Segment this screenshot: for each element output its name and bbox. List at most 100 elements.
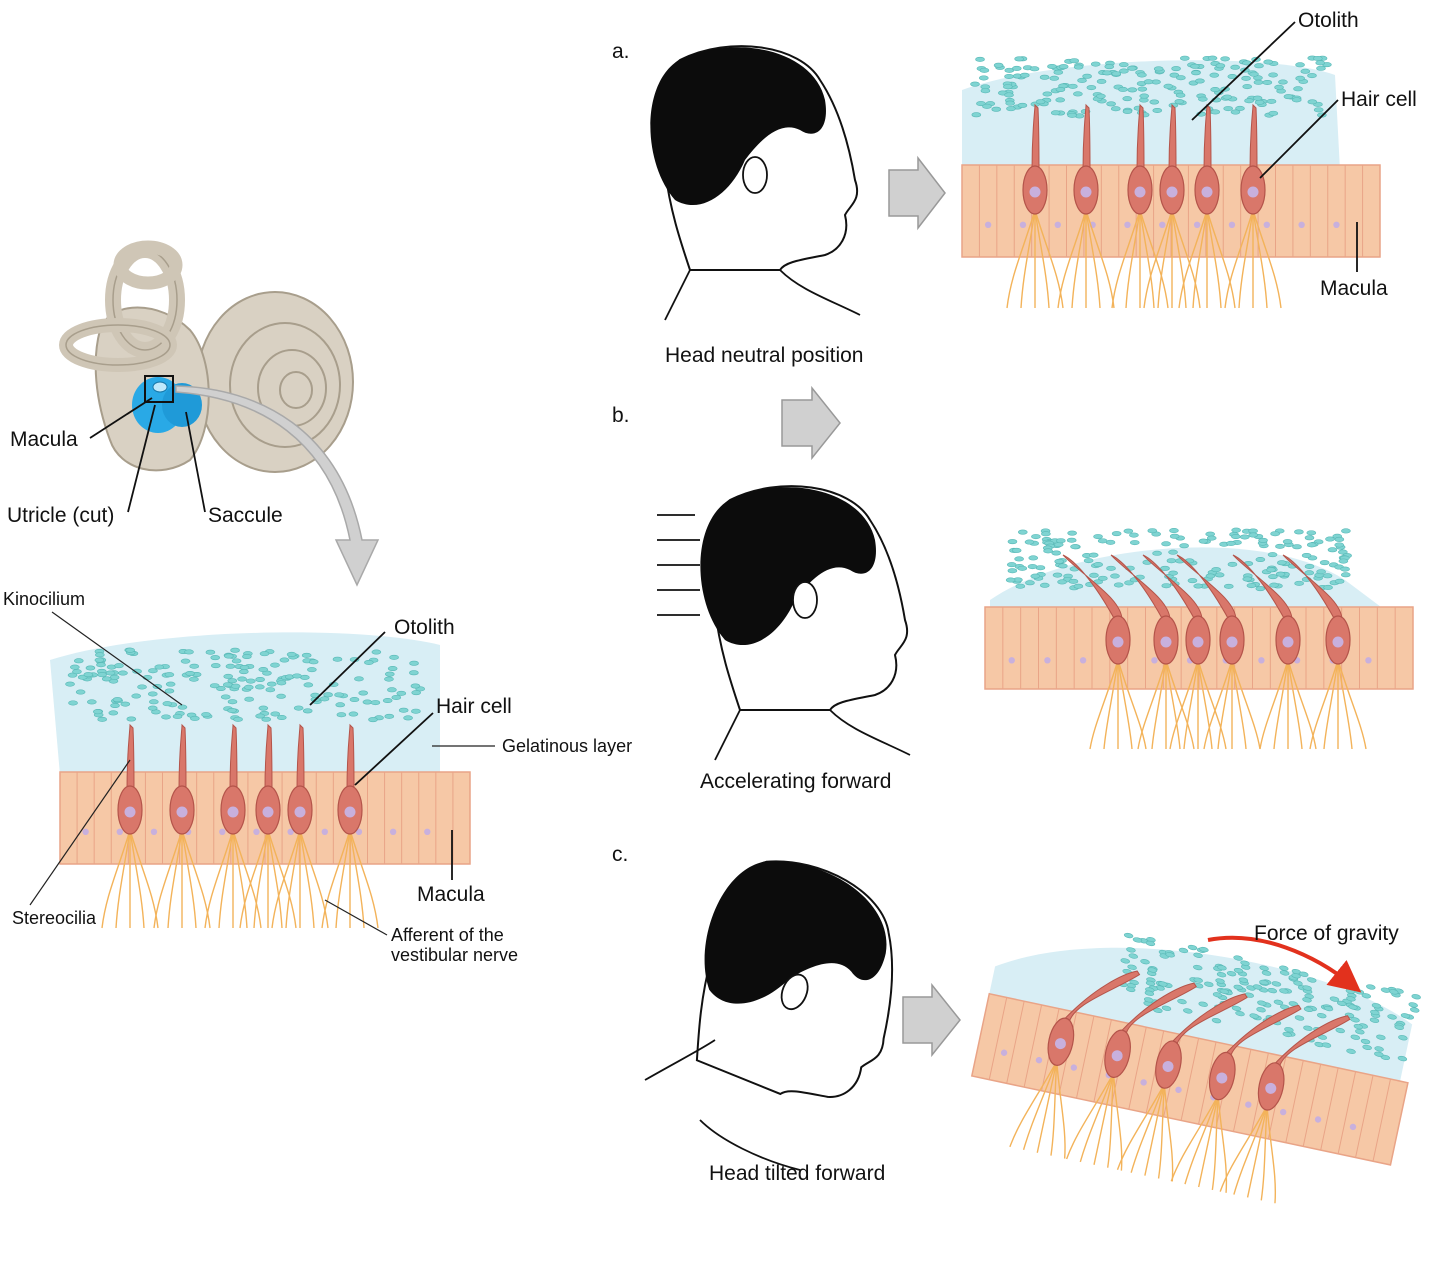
macula-detail-c: [970, 932, 1421, 1204]
stereocilia-bundle: [126, 723, 135, 791]
otolith-crystal: [1111, 71, 1122, 77]
otolith-crystal: [265, 687, 276, 693]
otolith-crystal: [137, 684, 147, 690]
otolith-crystal: [1035, 99, 1046, 105]
otolith-crystal: [1058, 64, 1069, 70]
otolith-crystal: [1068, 83, 1078, 89]
otolith-crystal: [1374, 1051, 1384, 1057]
otolith-crystal: [1056, 538, 1066, 544]
label-afferent-1: Afferent of the: [391, 925, 504, 945]
support-cell-nucleus: [1298, 221, 1305, 228]
nerve-fibre: [1151, 659, 1167, 750]
otolith-crystal: [1256, 1007, 1266, 1013]
hair-cell-nucleus: [1332, 636, 1344, 648]
stereocilia-bundle: [1203, 103, 1212, 171]
otolith-crystal: [1120, 958, 1130, 964]
otolith-crystal: [154, 664, 165, 670]
otolith-crystal: [1235, 1010, 1245, 1017]
otolith-crystal: [1005, 100, 1015, 106]
otolith-crystal: [370, 700, 381, 706]
hair-cell-nucleus: [1054, 1038, 1066, 1050]
stereocilia-bundle: [1082, 103, 1091, 171]
otolith-crystal: [1147, 967, 1158, 973]
otolith-crystal: [1242, 576, 1253, 582]
otolith-crystal: [1316, 569, 1326, 575]
otolith-crystal: [1270, 531, 1280, 537]
otolith-crystal: [112, 697, 123, 703]
otolith-crystal: [403, 715, 413, 721]
otolith-crystal: [1350, 1034, 1361, 1040]
otolith-crystal: [1292, 544, 1302, 550]
otolith-crystal: [1198, 96, 1208, 102]
otolith-crystal: [258, 705, 269, 711]
otolith-crystal: [1226, 971, 1237, 977]
stereocilia-bundle: [178, 723, 187, 791]
otolith-crystal: [279, 657, 290, 663]
otolith-crystal: [1176, 75, 1186, 81]
otolith-crystal: [1143, 997, 1154, 1003]
hair-cell-nucleus: [176, 806, 188, 818]
nerve-fibre: [1139, 209, 1169, 309]
label-stereocilia: Stereocilia: [12, 908, 97, 928]
otolith-crystal: [1319, 560, 1330, 566]
nerve-fibre: [1266, 1105, 1277, 1204]
otolith-crystal: [1231, 534, 1241, 540]
otolith-crystal: [1031, 534, 1041, 540]
hair-cell-nucleus: [1216, 1072, 1228, 1084]
nerve-fibre: [1093, 1073, 1115, 1165]
label-afferent-2: vestibular nerve: [391, 945, 518, 965]
otolith-crystal: [172, 713, 183, 719]
otolith-crystal: [201, 712, 211, 718]
otolith-crystal: [1106, 101, 1116, 107]
otolith-crystal: [1322, 573, 1333, 579]
otolith-crystal: [1132, 937, 1143, 943]
label-otolith-left: Otolith: [394, 616, 455, 639]
hair-cell-nucleus: [1080, 186, 1092, 198]
nerve-fibre: [1197, 659, 1227, 750]
head-accelerating-illustration: [657, 485, 911, 761]
curved-arrow: [175, 385, 380, 587]
nerve-fibre: [153, 829, 183, 929]
nerve-fibre: [1130, 1083, 1165, 1173]
otolith-crystal: [1143, 79, 1154, 85]
otolith-crystal: [1149, 99, 1160, 105]
otolith-crystal: [225, 663, 236, 669]
otolith-crystal: [1209, 72, 1220, 78]
otolith-crystal: [1029, 66, 1040, 72]
otolith-crystal: [1249, 71, 1259, 77]
otolith-crystal: [1193, 964, 1203, 971]
label-saccule: Saccule: [208, 504, 283, 527]
otolith-crystal: [1214, 572, 1225, 578]
cell-boundary: [1093, 1019, 1112, 1103]
otolith-crystal: [1293, 980, 1303, 986]
otolith-crystal: [1086, 85, 1097, 91]
support-cell-nucleus: [1159, 221, 1166, 228]
stereocilia-bundle: [1168, 103, 1177, 171]
otolith-crystal: [246, 678, 256, 684]
otolith-crystal: [258, 667, 269, 673]
nerve-fibre: [1112, 1073, 1123, 1171]
otolith-crystal: [1398, 1035, 1408, 1041]
otolith-crystal: [1118, 62, 1129, 68]
nerve-fibre: [299, 829, 329, 929]
otolith-crystal: [1097, 538, 1108, 544]
otolith-crystal: [231, 658, 242, 664]
otolith-crystal: [164, 672, 175, 678]
nerve-fibre: [1036, 1061, 1058, 1153]
otolith-crystal: [1227, 561, 1238, 567]
otolith-crystal: [1057, 579, 1067, 585]
panel-c-letter: c.: [612, 843, 628, 866]
support-cell-nucleus: [1258, 657, 1265, 664]
otolith-crystal: [1346, 1048, 1356, 1054]
otolith-crystal: [349, 697, 360, 703]
hair-cell-nucleus: [1247, 186, 1259, 198]
otolith-crystal: [96, 662, 106, 668]
nerve-fibre: [1117, 659, 1133, 750]
support-cell-nucleus: [1279, 1108, 1287, 1116]
hair-cell-nucleus: [1160, 636, 1172, 648]
otolith-crystal: [1128, 953, 1138, 959]
otolith-crystal: [1249, 1013, 1259, 1019]
arrow-b: [781, 385, 841, 461]
otolith-crystal: [1400, 1013, 1411, 1019]
otolith-crystal: [1223, 583, 1234, 589]
